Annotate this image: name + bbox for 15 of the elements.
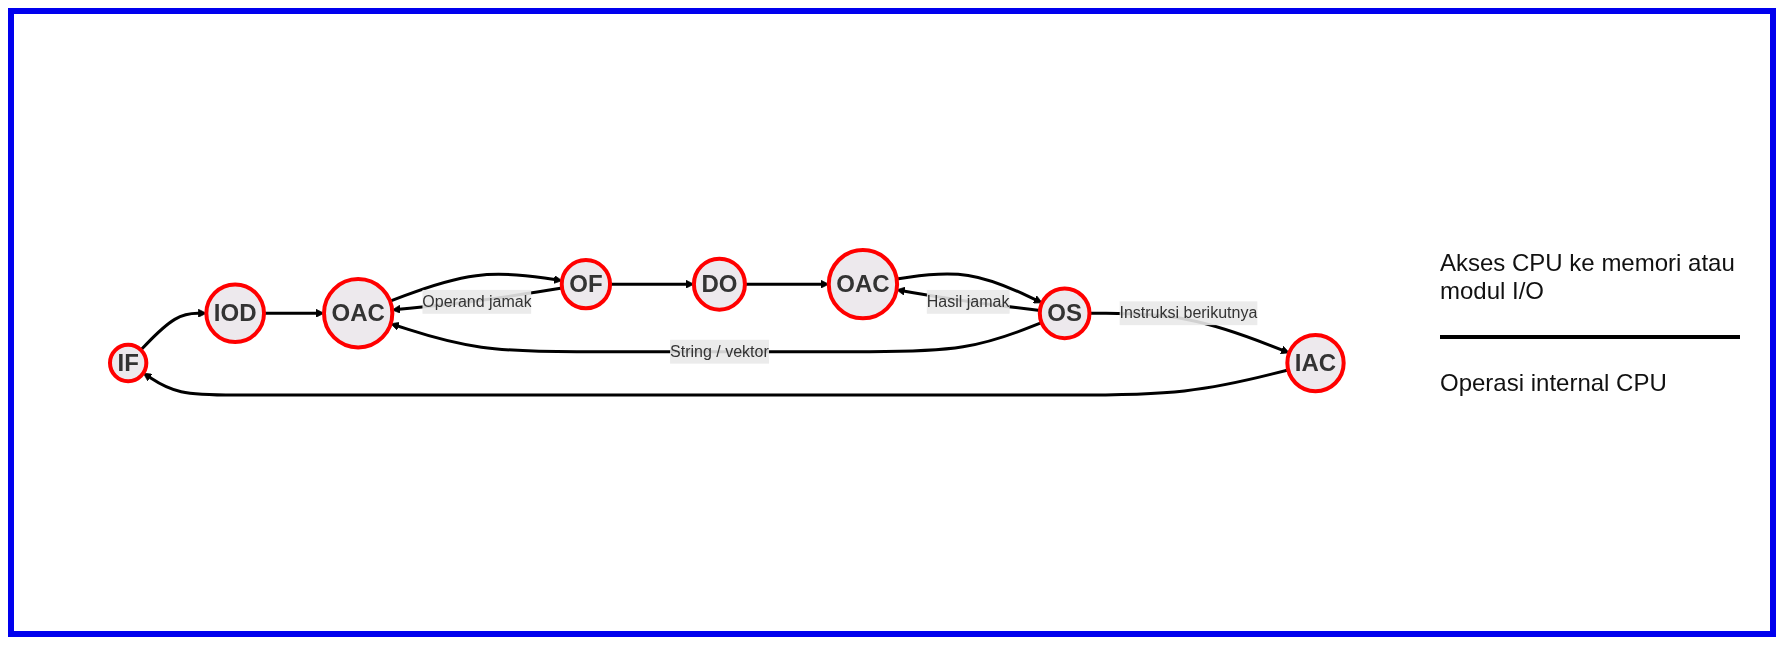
edge-label: Operand jamak — [422, 292, 532, 310]
edge-label: Instruksi berikutnya — [1119, 304, 1258, 322]
edge-label: Hasil jamak — [926, 292, 1010, 310]
node-circle: IF — [108, 342, 149, 384]
node-circle: IOD — [204, 282, 267, 345]
node-circle: IAC — [1285, 332, 1346, 394]
node-circle: OAC — [826, 247, 900, 321]
edge-label: String / vektor — [670, 342, 769, 360]
node-circle: OS — [1037, 286, 1092, 341]
region-label: Operasi internal CPU — [1440, 368, 1668, 397]
region-label: Akses CPU ke memori atau modul I/O — [1440, 248, 1736, 305]
node-circle: OF — [559, 257, 613, 311]
node-circle: DO — [692, 256, 748, 312]
arrow — [745, 279, 830, 289]
node-circle: OAC — [322, 277, 395, 350]
